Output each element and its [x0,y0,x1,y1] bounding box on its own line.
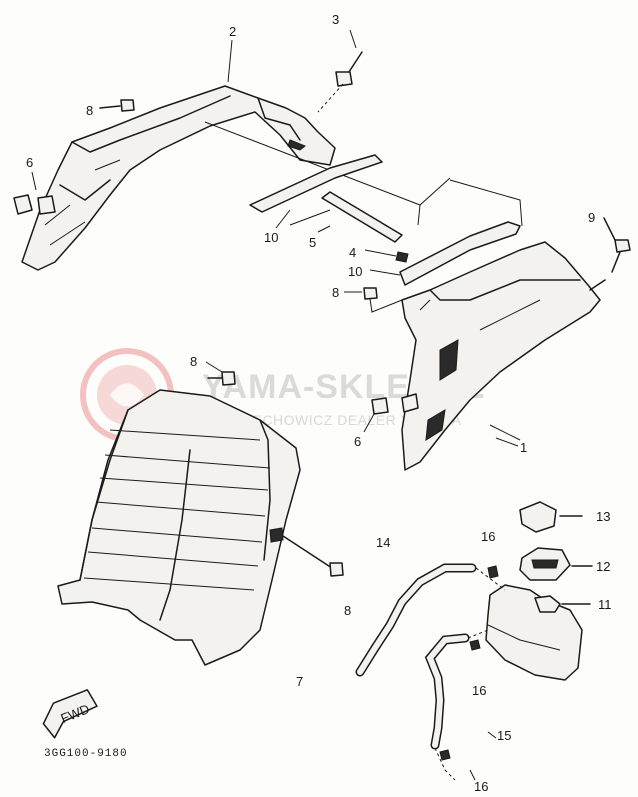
callout-4: 4 [349,245,356,260]
callout-8-left: 8 [190,354,197,369]
watermark: YAMA-SKLEP.PL WOJCIECHOWICZ DEALER YAMAH… [80,348,484,442]
part-10-strip-right [369,179,523,286]
part-8-bolt-left [207,371,236,386]
callout-16-top: 16 [481,529,495,544]
callout-6-mid: 6 [354,434,361,449]
callout-8-bottom: 8 [344,603,351,618]
part-2-rear-cover [13,85,451,271]
part-14-hose [355,563,506,677]
part-9-bolt [603,217,631,273]
part-1-side-cover [401,241,606,471]
part-7-radiator-grille [57,389,344,666]
part-11-reservoir-tank [485,584,591,681]
callout-11: 11 [598,597,612,612]
callout-16-mid: 16 [472,683,486,698]
callout-15: 15 [497,728,511,743]
callout-1: 1 [520,440,527,455]
part-5-strip [289,191,403,243]
part-15-hose [424,629,489,781]
callout-6-left: 6 [26,155,33,170]
callout-12: 12 [596,559,610,574]
part-8-bolt-mid [363,287,403,313]
callout-8-top: 8 [86,103,93,118]
callout-5: 5 [309,235,316,250]
callout-2: 2 [229,24,236,39]
callouts: 2 3 8 6 10 5 4 10 8 9 8 6 1 13 12 11 14 … [26,12,612,794]
part-4-clip [364,249,409,263]
callout-13: 13 [596,509,610,524]
part-8-bolt-top [99,99,135,112]
part-3-bolt [317,51,363,113]
callout-7: 7 [296,674,303,689]
diagram-code: 3GG100-9180 [44,748,128,760]
callout-8-mid: 8 [332,285,339,300]
fwd-arrow-icon: FWD [42,689,98,739]
part-13-tank-cap-cover [519,501,583,533]
callout-3: 3 [332,12,339,27]
callout-leaders [31,29,519,781]
callout-10-top: 10 [264,230,278,245]
part-6-grommet [371,397,389,415]
callout-14: 14 [376,535,390,550]
watermark-subtitle: WOJCIECHOWICZ DEALER YAMAHA [205,412,462,428]
callout-16-bottom: 16 [474,779,488,794]
callout-10-right: 10 [348,264,362,279]
callout-9: 9 [588,210,595,225]
part-10-strip-top [249,154,383,213]
part-12-tank-cap [519,547,593,581]
part-16-clamps [439,565,499,761]
